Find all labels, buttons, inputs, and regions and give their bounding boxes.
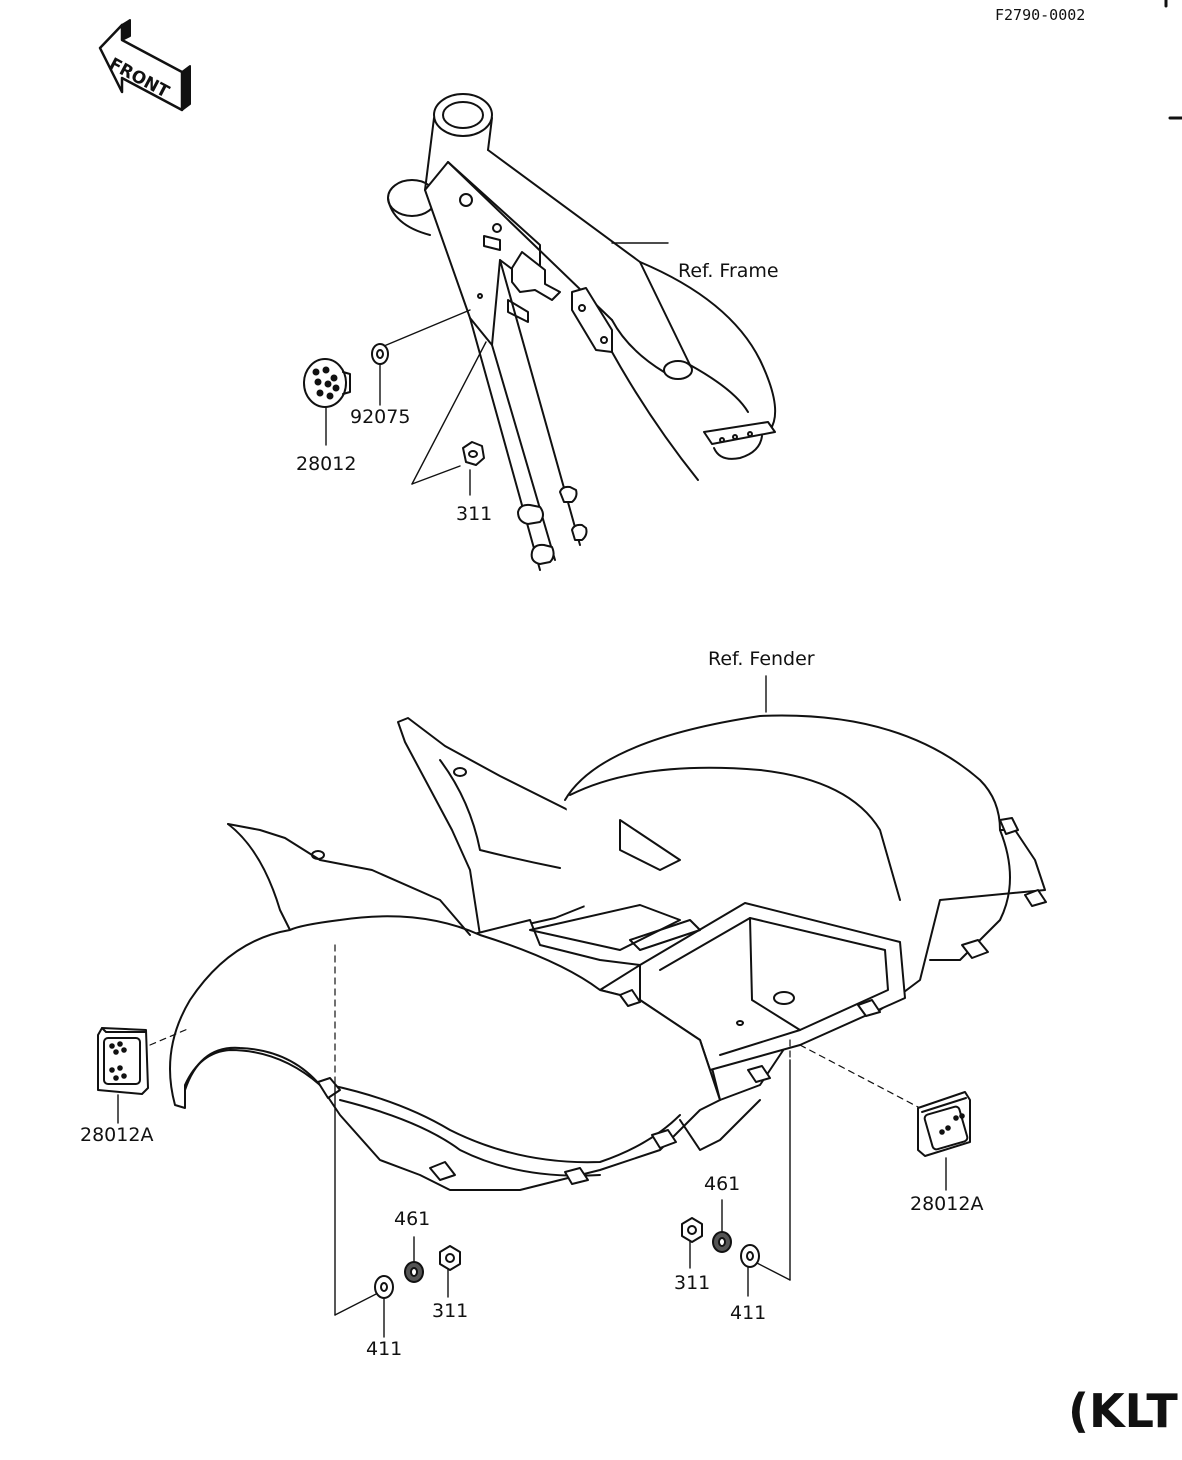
- callout-311-right: 311: [674, 1272, 711, 1294]
- fender-drawing: [169, 714, 1047, 1191]
- ref-frame-label: Ref. Frame: [678, 260, 779, 282]
- callout-311-left: 311: [432, 1300, 469, 1322]
- callout-28012A-right: 28012A: [910, 1193, 984, 1215]
- reflector-28012A-left: [97, 1027, 149, 1095]
- front-arrow-icon: [98, 19, 191, 112]
- hardware-left: [374, 1245, 461, 1299]
- washer-92075: [371, 343, 389, 365]
- model-tag: (KLT: [1068, 1384, 1178, 1438]
- callout-92075: 92075: [350, 406, 411, 428]
- fender-leaders: [117, 675, 947, 1338]
- callout-411-right: 411: [730, 1302, 767, 1324]
- callout-28012: 28012: [296, 453, 357, 475]
- drawing-code: F2790-0002: [995, 6, 1086, 24]
- nut-311-top: [462, 441, 485, 466]
- reflector-28012: [303, 358, 351, 408]
- frame-leaders: [325, 242, 669, 496]
- hardware-right: [681, 1217, 760, 1268]
- ref-fender-label: Ref. Fender: [708, 648, 815, 670]
- callout-461-left: 461: [394, 1208, 431, 1230]
- callout-411-left: 411: [366, 1338, 403, 1360]
- callout-461-right: 461: [704, 1173, 741, 1195]
- callout-311-top: 311: [456, 503, 493, 525]
- fender-dashed-leaders: [149, 944, 921, 1109]
- reflector-28012A-right: [917, 1091, 971, 1157]
- frame-drawing: [387, 93, 777, 571]
- callout-28012A-left: 28012A: [80, 1124, 154, 1146]
